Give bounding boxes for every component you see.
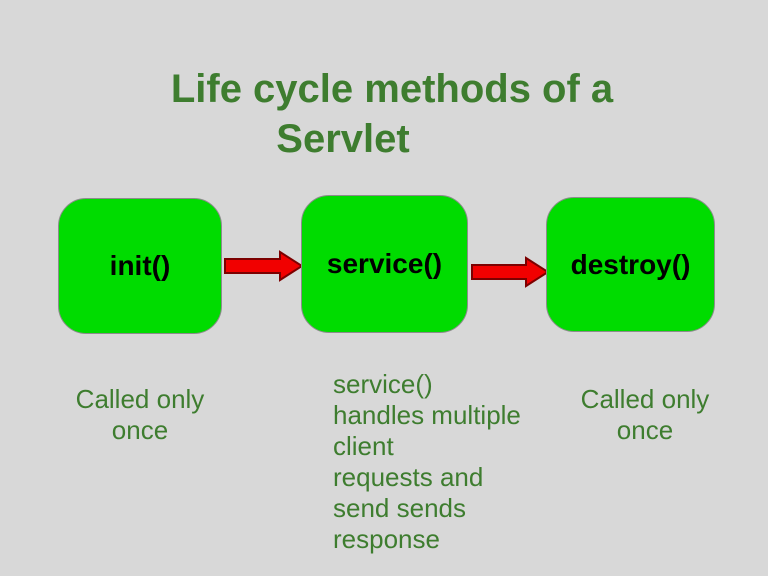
arrow-right-icon	[471, 256, 549, 288]
node-service: service()	[301, 195, 468, 333]
arrow-right-icon	[224, 250, 303, 282]
caption-init: Called only once	[75, 384, 205, 445]
node-destroy: destroy()	[546, 197, 715, 332]
node-destroy-label: destroy()	[570, 248, 691, 280]
node-init: init()	[58, 198, 222, 334]
arrow-right-shape	[471, 256, 549, 288]
diagram-title: Life cycle methods of a Servlet	[0, 64, 768, 164]
node-init-label: init()	[109, 250, 171, 281]
title-line-2: Servlet	[276, 117, 410, 161]
title-line-1: Life cycle methods of a	[170, 67, 614, 111]
caption-destroy: Called only once	[580, 384, 710, 445]
caption-service: service() handles multiple client reques…	[333, 369, 521, 554]
node-service-label: service()	[326, 248, 443, 279]
arrow-right-shape	[224, 250, 303, 282]
